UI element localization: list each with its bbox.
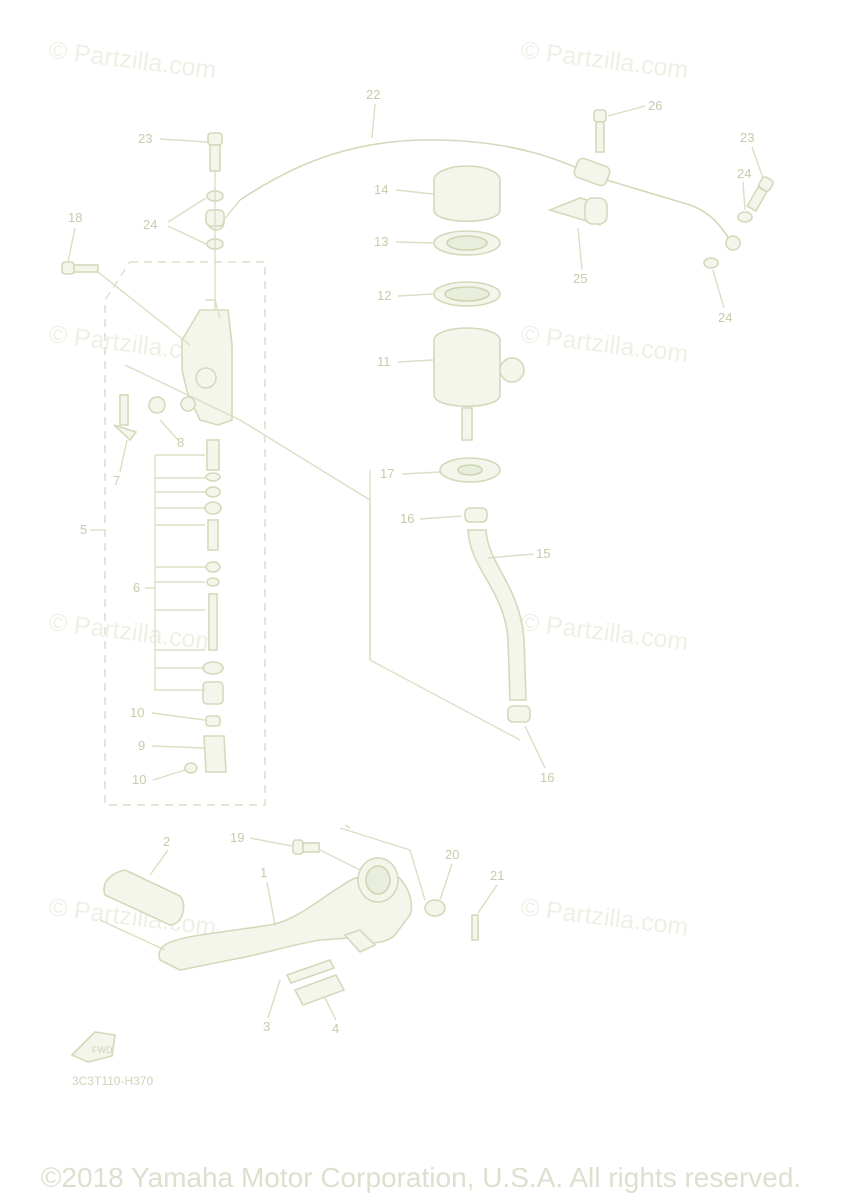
callout-10b: 10 [132, 772, 146, 787]
callout-2: 2 [163, 834, 170, 849]
callout-1: 1 [260, 865, 267, 880]
copyright-notice: ©2018 Yamaha Motor Corporation, U.S.A. A… [41, 1162, 801, 1193]
callout-4: 4 [332, 1021, 339, 1036]
reservoir-parts [433, 165, 525, 523]
callout-21: 21 [490, 868, 504, 883]
drawing-code: 3C3T110-H370 [72, 1074, 153, 1088]
callout-24b: 24 [737, 166, 751, 181]
watermark-5: © Partzilla.com [47, 608, 218, 656]
fwd-label: FWD [92, 1045, 113, 1055]
callout-24a: 24 [143, 217, 157, 232]
callout-22: 22 [366, 87, 380, 102]
callout-25: 25 [573, 271, 587, 286]
callout-11: 11 [377, 354, 391, 369]
callout-3: 3 [263, 1019, 270, 1034]
callout-23a: 23 [138, 131, 152, 146]
watermark-4: © Partzilla.com [519, 320, 690, 368]
callout-16a: 16 [400, 511, 414, 526]
reservoir-hose [369, 470, 531, 741]
callout-9: 9 [138, 738, 145, 753]
callout-10a: 10 [130, 705, 144, 720]
callout-13: 13 [374, 234, 388, 249]
callout-8: 8 [177, 435, 184, 450]
bleed-screw-parts [113, 394, 179, 442]
watermark-2: © Partzilla.com [519, 36, 690, 84]
callout-14: 14 [374, 182, 388, 197]
watermark-6: © Partzilla.com [519, 608, 690, 656]
fwd-arrow-icon: FWD [70, 1031, 116, 1063]
union-bolt-right [703, 176, 774, 269]
callout-7: 7 [113, 473, 120, 488]
callout-12: 12 [377, 288, 391, 303]
callout-6: 6 [133, 580, 140, 595]
callout-26: 26 [648, 98, 662, 113]
callout-19: 19 [230, 830, 244, 845]
callout-16b: 16 [540, 770, 554, 785]
callout-20: 20 [445, 847, 459, 862]
piston-kit [154, 439, 227, 774]
pedal-hardware [285, 824, 479, 1006]
mounting-bolt [61, 261, 371, 660]
assembly-frame [104, 261, 266, 806]
callout-17: 17 [380, 466, 394, 481]
callouts: 1 2 3 4 5 6 7 8 9 10 10 11 12 13 14 15 1… [67, 87, 764, 1036]
callout-5: 5 [80, 522, 87, 537]
callout-15: 15 [536, 546, 550, 561]
watermark-8: © Partzilla.com [519, 893, 690, 941]
watermark-1: © Partzilla.com [47, 36, 218, 84]
callout-24c: 24 [718, 310, 732, 325]
callout-18: 18 [68, 210, 82, 225]
clamp-bolt [547, 109, 608, 227]
callout-23b: 23 [740, 130, 754, 145]
brake-pedal [99, 857, 446, 971]
master-cylinder-body [180, 299, 233, 426]
union-bolt-left [205, 132, 225, 310]
